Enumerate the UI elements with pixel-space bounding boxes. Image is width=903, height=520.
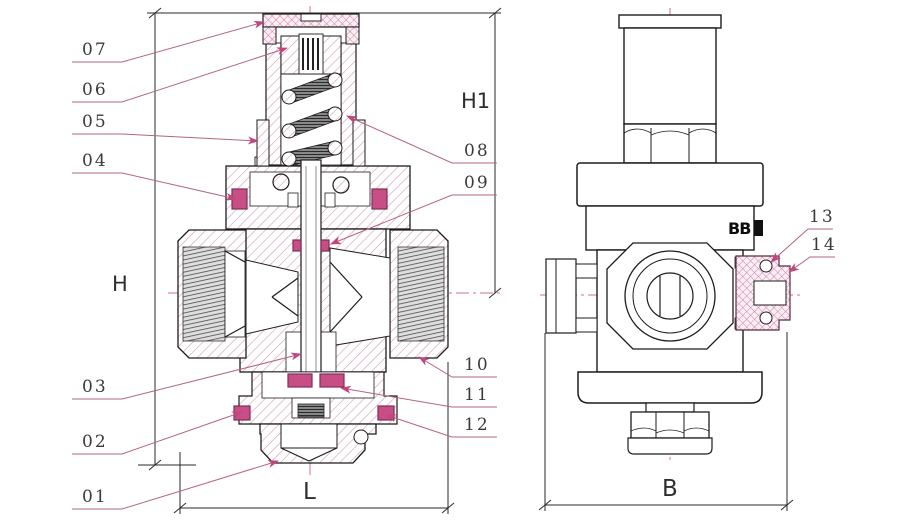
gauge-port-inner-circle (646, 272, 694, 320)
part-label-09: 09 (464, 173, 490, 193)
side-fitting (734, 255, 791, 331)
leader-01 (72, 460, 279, 510)
valve-stem (292, 159, 330, 406)
leader-06 (72, 47, 288, 103)
side-cap-cylinder (623, 27, 717, 125)
part-label-08: 08 (464, 141, 490, 161)
leader-13 (770, 228, 833, 263)
spring-seat-wire-left (272, 173, 290, 191)
part-label-07: 07 (82, 40, 108, 60)
leader-03 (72, 352, 302, 400)
leader-05 (72, 133, 259, 145)
dim-label-B: B (662, 476, 678, 502)
side-hex-section (623, 123, 717, 164)
leader-14 (788, 256, 835, 273)
diaphragm-seal-right (371, 188, 388, 210)
outlet-thread (397, 246, 445, 342)
dim-label-H1: H1 (461, 89, 490, 113)
part-label-14: 14 (811, 235, 837, 255)
part-label-04: 04 (82, 151, 108, 171)
inlet-thread (182, 246, 226, 342)
leader-lines (72, 20, 835, 510)
fitting-screw-bottom (759, 311, 773, 325)
part-label-06: 06 (82, 80, 108, 100)
seat-seal-right (319, 373, 345, 388)
side-left-port (545, 258, 598, 334)
section-view (177, 13, 449, 464)
leader-09 (330, 194, 497, 245)
part-label-01: 01 (82, 487, 108, 507)
stem-seal-left (292, 239, 302, 252)
bottom-oring-left (233, 405, 251, 421)
side-lower-flange (577, 371, 763, 404)
leader-11 (340, 385, 497, 408)
valve-body (177, 228, 449, 373)
marking-tab (754, 220, 763, 236)
adjusting-screw (280, 33, 342, 75)
dim-label-L: L (303, 479, 316, 505)
leader-12 (385, 414, 497, 438)
body-marking-text: BB (728, 219, 751, 238)
part-label-13: 13 (809, 207, 835, 227)
part-label-05: 05 (82, 112, 108, 132)
stem-thread-section (297, 403, 325, 418)
leader-08 (346, 115, 497, 164)
leader-04 (72, 172, 237, 201)
side-cap-flange (618, 14, 722, 29)
lower-chamber (233, 371, 398, 425)
side-bottom-plug (627, 402, 713, 455)
stem-seal-right (320, 239, 330, 252)
bottom-oring-right (377, 405, 395, 421)
side-mid-body (596, 242, 744, 373)
fitting-socket (753, 280, 787, 306)
part-label-02: 02 (82, 432, 108, 452)
fitting-screw-top (759, 259, 773, 273)
leader-07 (72, 20, 265, 63)
part-label-12: 12 (464, 415, 490, 435)
leader-10 (418, 356, 497, 378)
side-bonnet-flange (576, 162, 764, 207)
bottom-plug (259, 423, 377, 464)
dimension-lines (138, 7, 794, 514)
labels: 07 06 05 04 03 02 01 08 09 10 11 12 13 1… (82, 40, 837, 507)
leader-02 (72, 411, 243, 455)
part-label-03: 03 (82, 377, 108, 397)
spring-seat-wire-right (332, 176, 350, 194)
dim-label-H: H (112, 272, 128, 296)
part-label-10: 10 (464, 355, 490, 375)
seat-seal-left (287, 373, 313, 388)
side-view (545, 14, 791, 455)
part-label-11: 11 (464, 385, 490, 405)
